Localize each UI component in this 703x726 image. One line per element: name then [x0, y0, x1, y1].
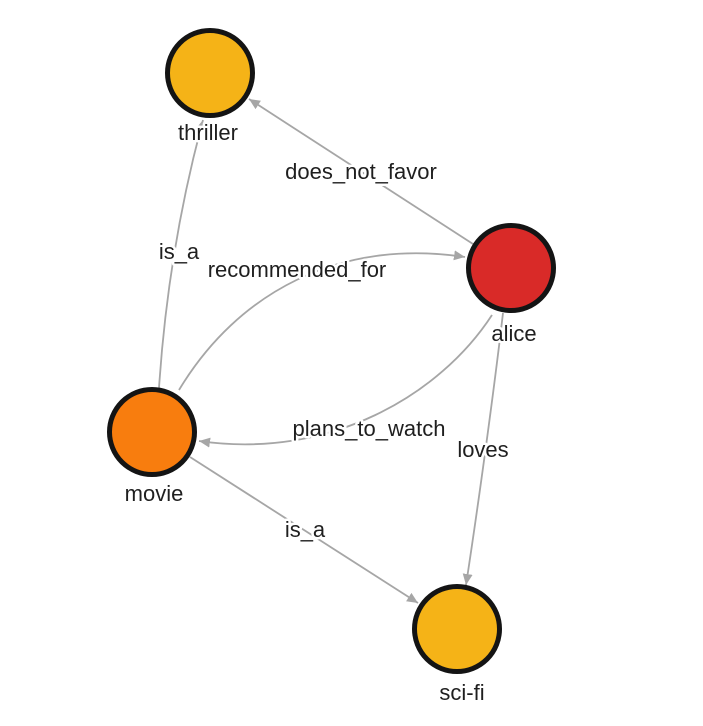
edge-label-is-a-top: is_a — [159, 239, 200, 264]
edge-movie-scifi-is-a — [189, 456, 419, 604]
edge-movie-thriller-is-a — [158, 119, 205, 389]
node-movie[interactable] — [107, 387, 197, 477]
nodes — [107, 28, 556, 674]
edge-label-does-not-favor: does_not_favor — [285, 159, 437, 184]
node-label-alice: alice — [491, 321, 536, 346]
edge-alice-movie-plans-to-watch — [198, 314, 493, 448]
node-label-movie: movie — [125, 481, 184, 506]
edge-alice-thriller-does-not-favor — [248, 98, 474, 245]
edge-label-plans-to-watch: plans_to_watch — [293, 416, 446, 441]
node-labels: thriller alice movie sci-fi — [122, 118, 539, 708]
edge-labels: does_not_favor is_a recommended_for plan… — [156, 157, 511, 545]
node-alice[interactable] — [466, 223, 556, 313]
node-scifi[interactable] — [412, 584, 502, 674]
edge-alice-scifi-loves — [462, 312, 504, 586]
edges — [158, 98, 504, 604]
edge-label-loves: loves — [457, 437, 508, 462]
edge-label-recommended-for: recommended_for — [208, 257, 387, 282]
node-label-thriller: thriller — [178, 120, 238, 145]
node-thriller[interactable] — [165, 28, 255, 118]
node-label-scifi: sci-fi — [439, 680, 484, 705]
edge-movie-alice-recommended-for — [178, 250, 466, 391]
edge-label-is-a-bottom: is_a — [285, 517, 326, 542]
